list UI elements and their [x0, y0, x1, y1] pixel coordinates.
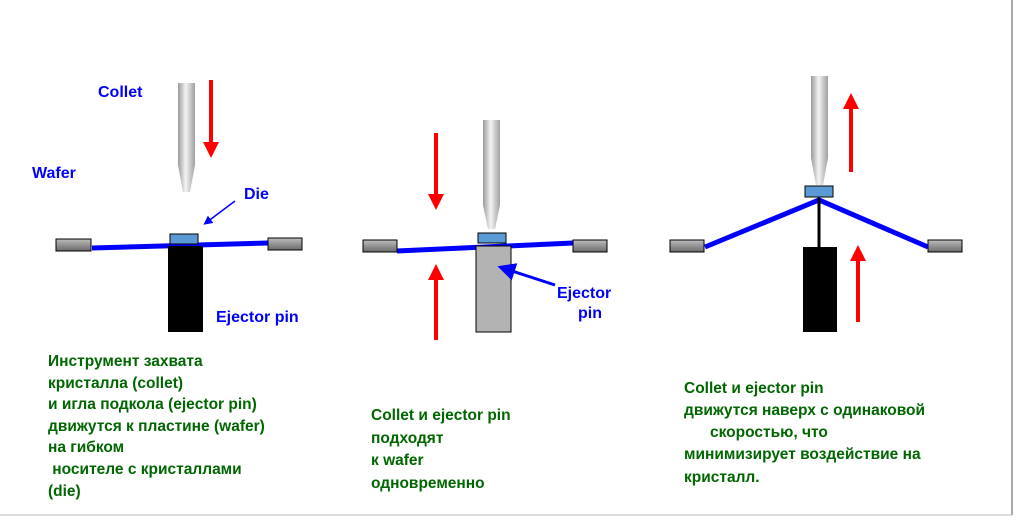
caption-line: и игла подкола (ejector pin): [48, 396, 257, 413]
wafer-holder-right: [572, 239, 608, 253]
panel-step-2: Ejector pin Collet и ejector pin подходя…: [362, 120, 611, 492]
die-label: Die: [244, 186, 269, 203]
wafer-tape: [704, 197, 929, 250]
caption-line: скоростью, что: [710, 424, 828, 441]
wafer-holder-left: [55, 238, 92, 252]
ejector-label: Ejector: [557, 285, 611, 302]
caption-line: Collet и ejector pin: [684, 380, 824, 397]
collet-tool: [178, 83, 195, 192]
die: [804, 185, 834, 198]
ejector-pin-block: [475, 245, 512, 333]
caption-line: одновременно: [371, 475, 485, 492]
ejector-pointer-arrow: [497, 263, 556, 287]
panel-step-3: Collet и ejector pin движутся наверх с о…: [669, 76, 963, 486]
caption-line: Collet и ejector pin: [371, 407, 511, 424]
ejector-pin-block: [168, 246, 203, 332]
ejector-pin-label: Ejector pin: [216, 309, 299, 326]
wafer-holder-left: [669, 239, 705, 253]
collet-tool: [811, 76, 828, 185]
collet-tool: [483, 120, 500, 229]
wafer-label: Wafer: [32, 165, 76, 182]
caption-line: кристалла (collet): [48, 375, 183, 392]
wafer-holder-right: [267, 237, 303, 251]
caption-step-2: Collet и ejector pin подходят к wafer од…: [371, 407, 511, 492]
caption-line: (die): [48, 483, 81, 500]
caption-line: к wafer: [371, 452, 424, 469]
panel-step-1: Collet Wafer Die Ejector pin Инструмент …: [32, 80, 303, 500]
wafer-holder-right: [927, 239, 963, 253]
collet-label: Collet: [98, 84, 143, 101]
caption-line: носителе с кристаллами: [48, 461, 242, 478]
caption-line: кристалл.: [684, 469, 760, 486]
ejector-pin-block: [803, 247, 837, 332]
caption-line: минимизирует воздействие на: [684, 446, 921, 463]
die: [169, 233, 199, 245]
die: [477, 232, 507, 244]
pin-label: pin: [578, 305, 602, 322]
die-pointer-arrow: [203, 200, 236, 225]
caption-line: Инструмент захвата: [48, 353, 203, 370]
caption-line: движутся наверх с одинаковой: [684, 402, 925, 419]
caption-line: движутся к пластине (wafer): [48, 418, 265, 435]
wafer-holder-left: [362, 239, 398, 253]
caption-step-1: Инструмент захвата кристалла (collet) и …: [48, 353, 265, 500]
caption-line: на гибком: [48, 439, 124, 456]
wafer-tape: [91, 240, 269, 251]
caption-line: подходят: [371, 430, 444, 447]
caption-step-3: Collet и ejector pin движутся наверх с о…: [684, 380, 925, 486]
